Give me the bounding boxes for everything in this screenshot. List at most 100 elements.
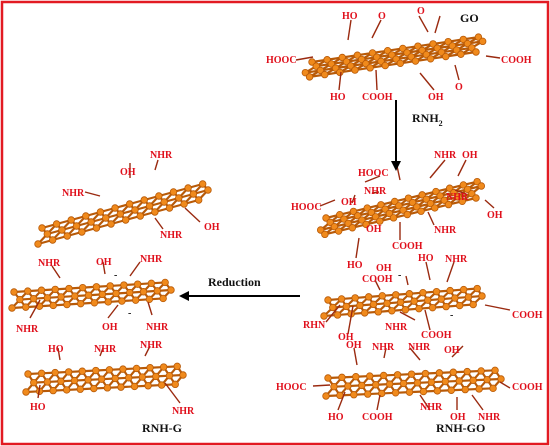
carbon-atom — [30, 378, 38, 387]
carbon-atom — [349, 207, 358, 216]
rnhg-label: OH — [204, 222, 220, 233]
rnhg-label: NHR — [150, 150, 173, 161]
carbon-atom — [49, 301, 57, 310]
carbon-atom — [152, 372, 160, 381]
rnhg-sheet-3 — [22, 362, 187, 396]
rnhgo-sheet2-labels: NHR OH HO COOH RHN OH NHR COOH COOH — [303, 253, 543, 343]
carbon-atom — [147, 279, 156, 288]
carbon-atom — [461, 385, 469, 394]
carbon-atom — [376, 217, 384, 225]
carbon-atom — [336, 68, 344, 77]
carbon-atom — [381, 205, 389, 213]
carbon-atom — [62, 386, 71, 394]
carbon-atom — [84, 376, 92, 384]
charge-mark: - — [128, 308, 131, 319]
carbon-atom — [151, 208, 159, 216]
charge-mark: - — [398, 270, 401, 281]
carbon-atom — [140, 196, 148, 204]
go-label: HO — [342, 11, 358, 22]
carbon-atom — [96, 208, 105, 216]
go-label: HO — [330, 92, 346, 103]
rnhgo-label: NHR — [434, 150, 457, 161]
carbon-atom — [433, 387, 442, 395]
carbon-atom — [418, 191, 426, 199]
rnhgo-label: COOH — [362, 274, 393, 285]
carbon-atom — [469, 300, 477, 309]
rnhgo-label: OH — [346, 340, 362, 351]
carbon-atom — [65, 284, 73, 293]
carbon-atom — [362, 220, 370, 229]
carbon-atom — [424, 296, 432, 304]
carbon-atom — [451, 294, 459, 302]
carbon-atom — [165, 204, 174, 212]
carbon-atom — [104, 298, 112, 306]
carbon-atom — [447, 386, 455, 394]
carbon-atom — [51, 368, 59, 377]
rnhg-label: HO — [30, 402, 46, 413]
carbon-atom — [334, 227, 343, 235]
rnhg-sheet-1 — [34, 180, 212, 248]
rnh2-main: RNH — [412, 111, 439, 125]
go-label: COOH — [362, 92, 393, 103]
carbon-atom — [377, 201, 385, 209]
carbon-atom — [38, 224, 46, 232]
rnhgo-label: NHR — [445, 254, 468, 265]
rnhg-label: NHR — [38, 258, 61, 269]
carbon-atom — [473, 284, 481, 293]
go-sheet — [301, 33, 487, 81]
carbon-atom — [145, 202, 154, 210]
carbon-atom — [136, 212, 144, 220]
carbon-atom — [126, 288, 134, 297]
carbon-atom — [97, 375, 106, 383]
carbon-atom — [366, 64, 374, 72]
carbon-atom — [469, 376, 477, 384]
rnhgo-label: HOOC — [358, 168, 389, 179]
carbon-atom — [436, 192, 444, 200]
carbon-atom — [70, 376, 79, 385]
carbon-atom — [111, 374, 119, 383]
carbon-atom — [78, 367, 86, 375]
carbon-atom — [167, 286, 175, 294]
carbon-atom — [444, 200, 453, 209]
charge-mark: - — [450, 310, 453, 321]
carbon-atom — [316, 226, 325, 234]
carbon-atom — [133, 280, 142, 288]
carbon-atom — [468, 189, 476, 198]
carbon-atom — [388, 307, 396, 315]
carbon-atom — [92, 366, 100, 375]
carbon-atom — [374, 308, 382, 316]
carbon-atom — [146, 364, 154, 372]
carbon-atom — [336, 210, 344, 219]
carbon-atom — [63, 300, 71, 309]
carbon-atom — [455, 377, 463, 385]
rnhgo-label: OH — [338, 332, 354, 343]
rnhg-label: NHR — [146, 322, 169, 333]
carbon-atom — [322, 214, 330, 222]
carbon-atom — [396, 59, 405, 68]
rnhg-label: NHR — [94, 344, 117, 355]
carbon-atom — [49, 386, 57, 395]
carbon-atom — [76, 299, 85, 308]
carbon-atom — [139, 288, 148, 296]
carbon-atom — [463, 367, 471, 376]
rnhg-label: NHR — [172, 406, 195, 417]
carbon-atom — [472, 48, 480, 56]
carbon-atom — [159, 363, 168, 371]
carbon-atom — [175, 194, 183, 202]
carbon-atom — [483, 375, 491, 384]
carbon-atom — [24, 287, 32, 295]
rnhg-label: NHR — [140, 254, 163, 265]
carbon-atom — [329, 303, 337, 312]
rnhgo-label: OH — [487, 210, 503, 221]
rnh2-title: RNH2 — [412, 111, 443, 128]
reduction-title: Reduction — [208, 275, 261, 289]
carbon-atom — [125, 200, 134, 208]
rnhgo-label: COOH — [421, 330, 452, 341]
carbon-atom — [401, 306, 410, 314]
carbon-atom — [415, 304, 423, 313]
rnhg-label: OH — [96, 257, 112, 268]
rnhgo-label: NHR — [420, 402, 443, 413]
carbon-atom — [320, 70, 329, 79]
